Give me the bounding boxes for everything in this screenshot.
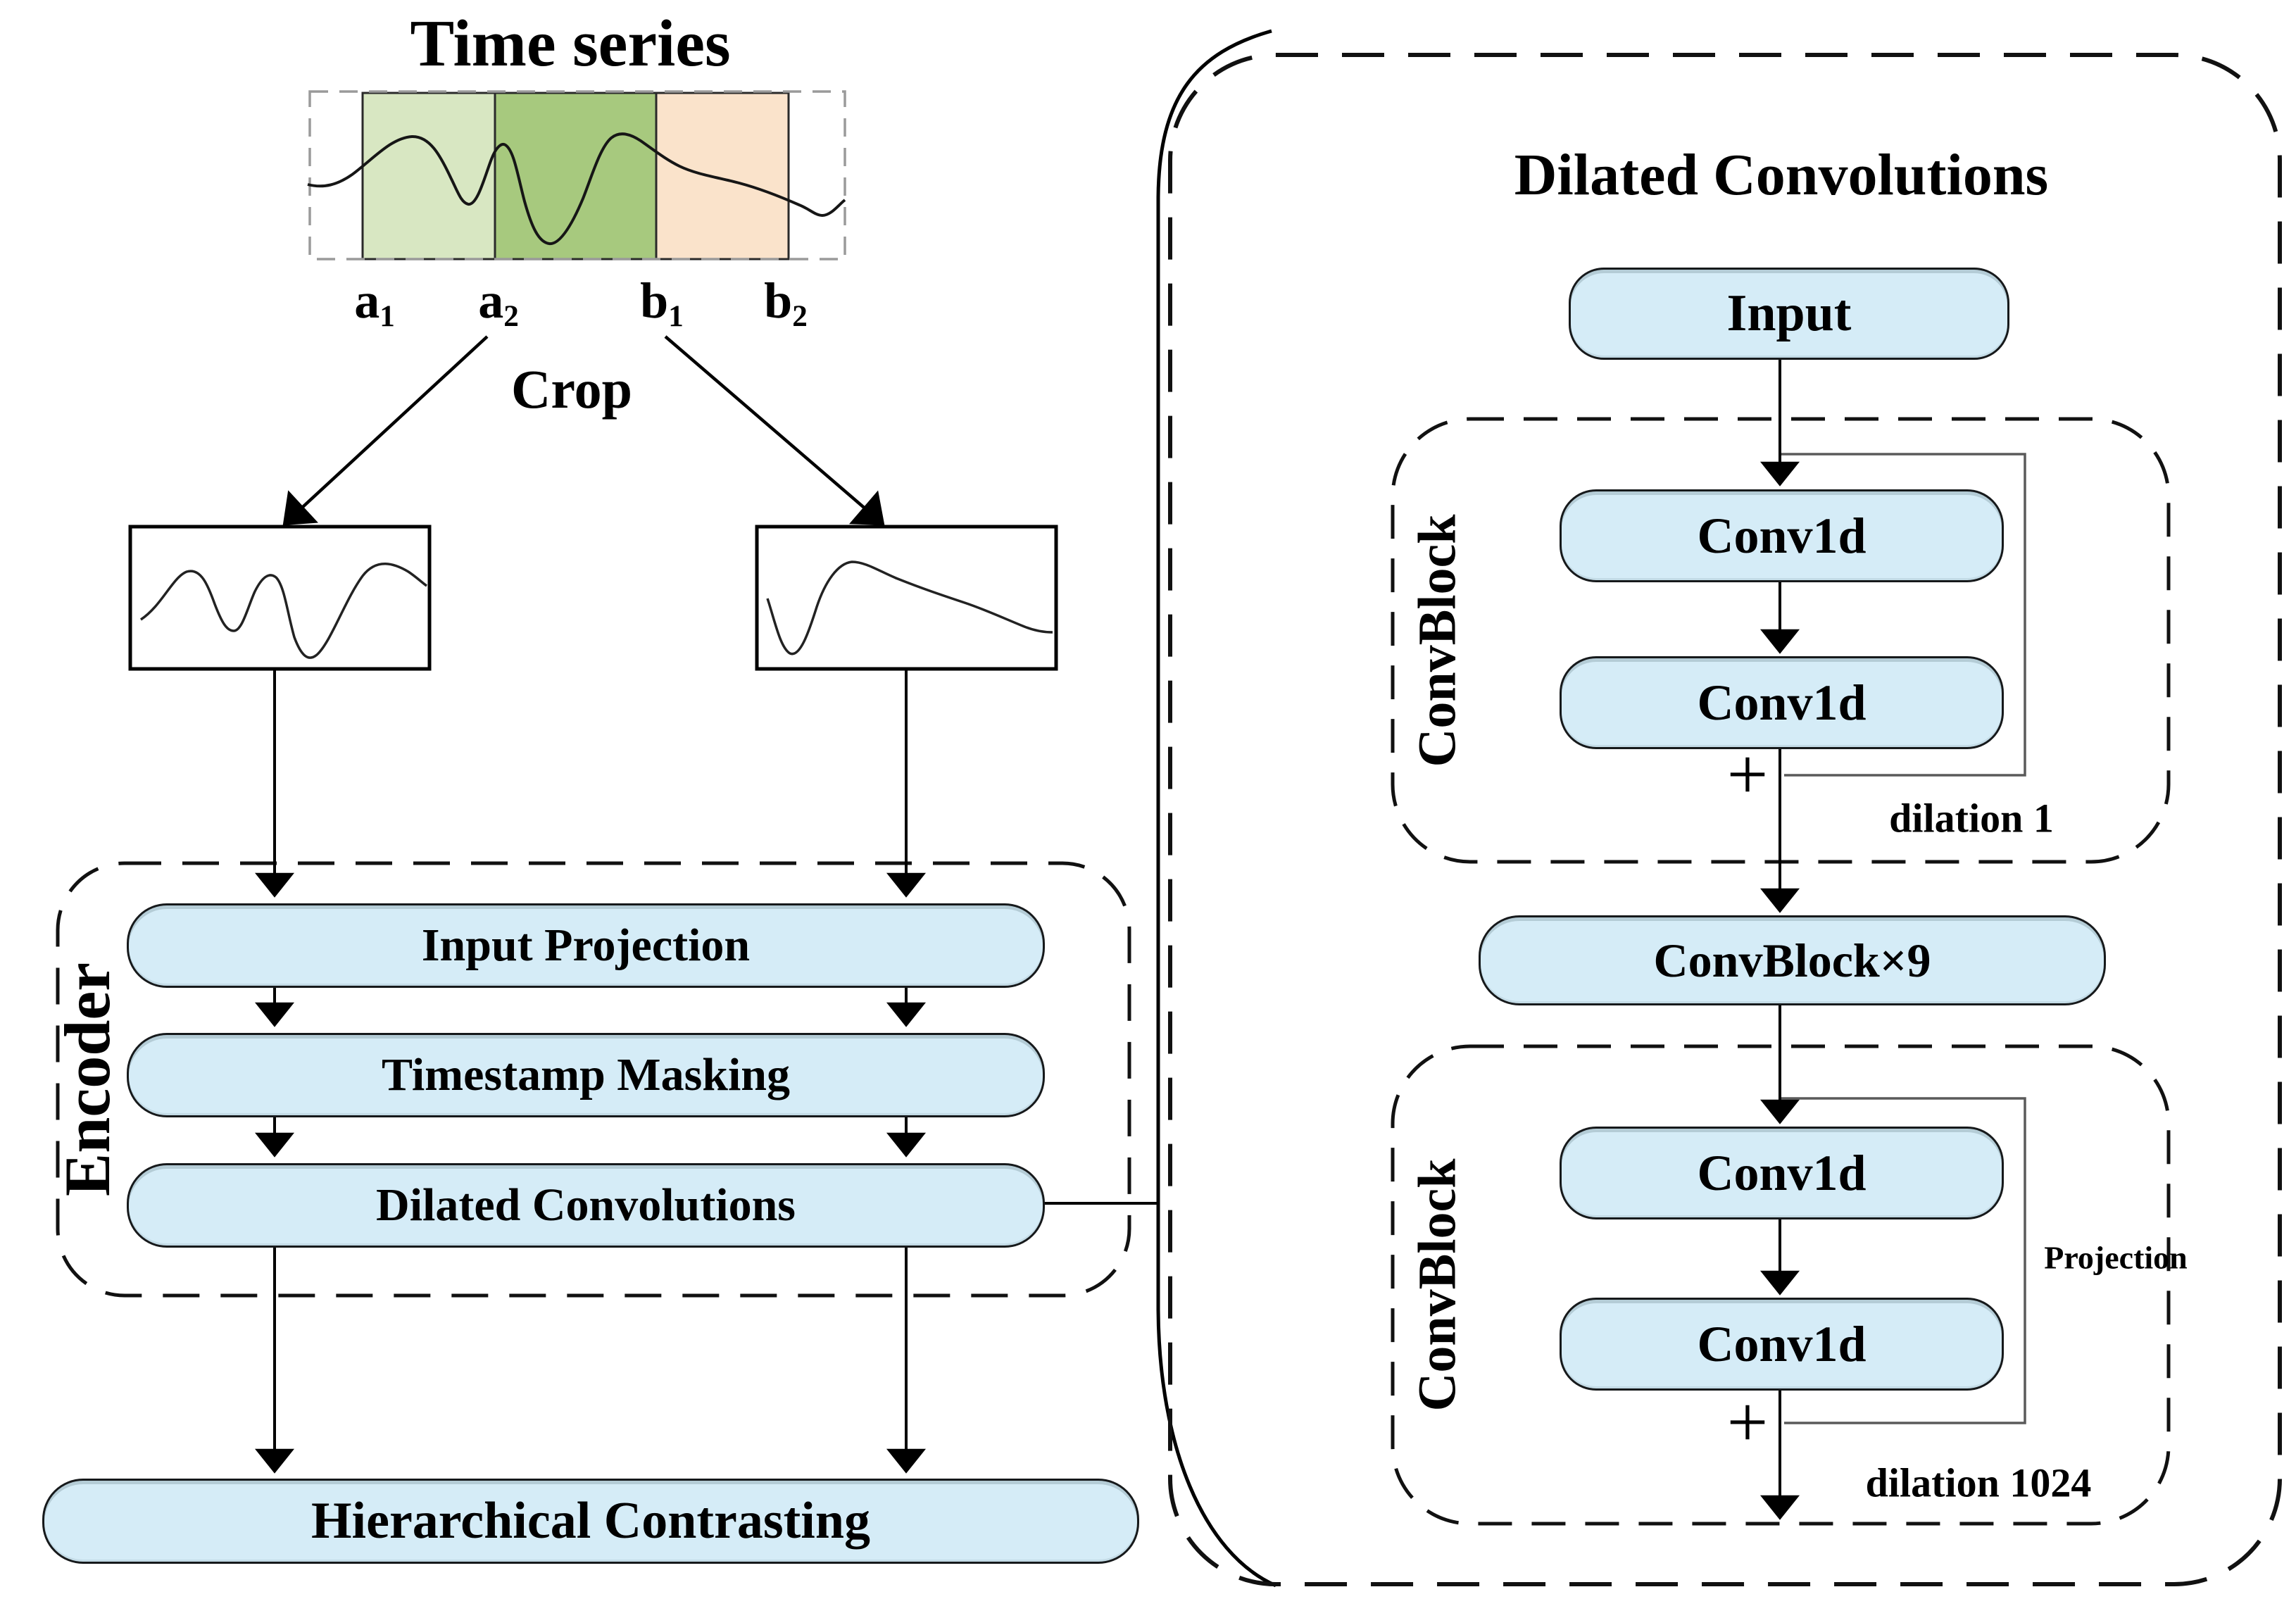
crop-label: Crop xyxy=(511,358,632,420)
crop-wave-right xyxy=(766,560,1053,656)
plus-junction-bottom: + xyxy=(1726,1381,1769,1463)
timeseries-title: Time series xyxy=(410,7,731,80)
segment-label-a2: a2 xyxy=(478,272,519,334)
convblock-box-bottom xyxy=(1391,1044,2171,1526)
timestamp-masking-pill: Timestamp Masking xyxy=(127,1033,1045,1117)
dilation-1024-label: dilation 1024 xyxy=(1865,1460,2092,1506)
input-projection-pill: Input Projection xyxy=(127,903,1045,988)
dilation-1-label: dilation 1 xyxy=(1889,795,2054,841)
crop-wave-left xyxy=(140,563,428,659)
crop-arrow-right xyxy=(664,335,885,526)
conv1d-pill-top-1: Conv1d xyxy=(1560,489,2004,582)
input-pill: Input xyxy=(1569,268,2009,360)
residual-loop-bottom xyxy=(1780,1097,2026,1424)
residual-loop-top xyxy=(1780,453,2026,777)
right-panel-box xyxy=(1168,53,2282,1586)
convblock-label-bottom: ConvBlock xyxy=(1407,1158,1467,1412)
segment-overlap xyxy=(494,92,658,261)
plus-junction-top: + xyxy=(1726,734,1769,815)
projection-label: Projection xyxy=(2044,1239,2188,1276)
convblock-x9-pill: ConvBlock×9 xyxy=(1479,915,2106,1005)
timeseries-wave xyxy=(307,132,846,246)
crop-arrow-left xyxy=(282,335,489,526)
conv1d-pill-bottom-1: Conv1d xyxy=(1560,1127,2004,1219)
encoder-label: Encoder xyxy=(51,962,123,1197)
conv1d-pill-top-2: Conv1d xyxy=(1560,656,2004,749)
crop-view-left xyxy=(128,525,432,671)
encoder-box xyxy=(56,861,1131,1298)
zoom-bracket xyxy=(1156,29,1277,1588)
timeseries-strip xyxy=(307,90,846,261)
hierarchical-contrasting-pill: Hierarchical Contrasting xyxy=(42,1479,1139,1564)
convblock-label-top: ConvBlock xyxy=(1407,514,1467,767)
crop-view-right xyxy=(755,525,1058,671)
segment-b1-b2 xyxy=(655,92,790,261)
timeseries-strip-box xyxy=(308,90,846,261)
segment-label-b1: b1 xyxy=(640,272,684,334)
segment-label-b2: b2 xyxy=(764,272,808,334)
conv1d-pill-bottom-2: Conv1d xyxy=(1560,1298,2004,1391)
right-panel-title: Dilated Convolutions xyxy=(1514,142,2049,208)
segment-label-a1: a1 xyxy=(354,272,395,334)
dilated-convolutions-pill: Dilated Convolutions xyxy=(127,1163,1045,1248)
segment-a1-a2 xyxy=(361,92,496,261)
